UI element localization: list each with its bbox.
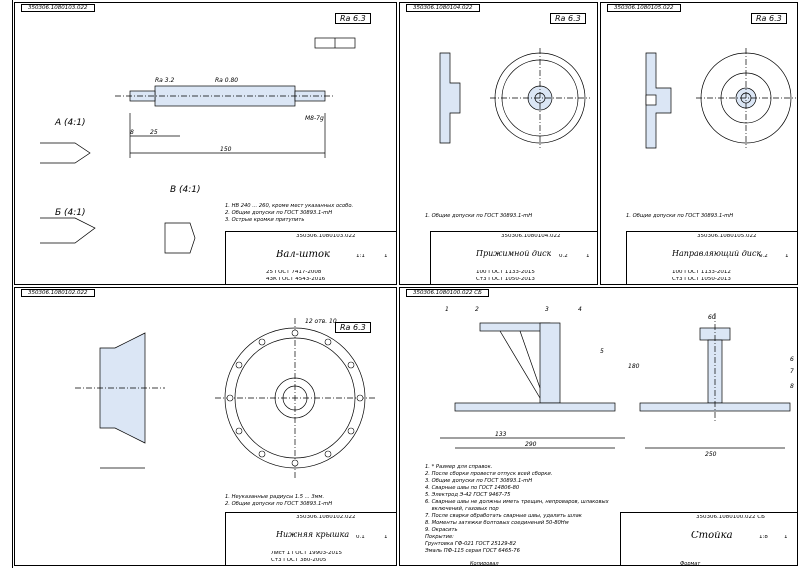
part-name: Направляющий диск xyxy=(672,250,762,258)
material-2: Ст3 ГОСТ 1050-2013 xyxy=(672,277,731,282)
sheet-number: 1 xyxy=(384,254,388,259)
bottom-cover-drawing xyxy=(75,318,375,478)
title-block: 350306.1080104.022 Прижимной диск 100 ГО… xyxy=(430,231,597,284)
sheet-number: 1 xyxy=(586,254,590,259)
scale: 0.2 xyxy=(559,254,568,259)
material-2: Ст3 ГОСТ 1050-2013 xyxy=(476,277,535,282)
stand-notes: 1. * Размер для справок. 2. После сборки… xyxy=(425,464,609,554)
title-code: 350306.1080105.022 xyxy=(697,234,757,239)
material-2: Ст3 ГОСТ 380-2005 xyxy=(271,558,327,563)
dim-length: 150 xyxy=(220,146,232,153)
left-margin-strip xyxy=(0,0,13,568)
part-name: Стойка xyxy=(691,531,733,541)
sheet-code-top: 350306.1080105.022 xyxy=(607,4,681,12)
material-1: 25 ГОСТ 7417-2008 xyxy=(266,270,322,275)
dim-133: 133 xyxy=(495,431,507,438)
title-block: 350306.1080105.022 Направляющий диск 100… xyxy=(626,231,797,284)
shaft-notes: 1. НВ 240 ... 260, кроме мест указанных … xyxy=(225,203,354,223)
view-b-label: Б (4:1) xyxy=(55,208,86,218)
shaft-drawing xyxy=(40,37,356,254)
roughness-mark: Ra 6.3 xyxy=(550,13,586,24)
material-1: Лист 1 ГОСТ 19903-2015 xyxy=(271,551,343,556)
footer-copied: Копировал xyxy=(470,561,499,567)
sheet-code-top: 350306.1080104.022 xyxy=(406,4,480,12)
leader-8: 8 xyxy=(790,383,794,390)
sheet-code-top: 350306.1080103.022 xyxy=(21,4,95,12)
scale: 1:8 xyxy=(759,535,768,540)
title-block: 350306.1080100.022 СБ Стойка 1:8 1 xyxy=(620,512,797,565)
leader-6: 6 xyxy=(790,356,794,363)
dim-180: 180 xyxy=(628,363,640,370)
title-block: 350306.1080102.022 Нижняя крышка Лист 1 … xyxy=(225,512,396,565)
sheet-bottom-cover: 350306.1080102.022 Ra 6.3 12 отв. 10 1. … xyxy=(14,287,397,566)
material-1: 100 ГОСТ 1133-2015 xyxy=(476,270,535,275)
stand-drawing xyxy=(440,313,791,449)
roughness-mark: Ra 6.3 xyxy=(335,13,371,24)
title-code: 350306.1080100.022 СБ xyxy=(696,515,765,520)
material-1: 100 ГОСТ 1133-2012 xyxy=(672,270,731,275)
view-v-label: В (4:1) xyxy=(170,185,201,195)
roughness-080: Ra 0.80 xyxy=(215,77,239,84)
roughness-32: Ra 3.2 xyxy=(155,77,175,84)
thread-label: М8-7g xyxy=(305,115,324,122)
guide-disk-notes: 1. Общие допуски по ГОСТ 30893.1-mH xyxy=(626,213,734,219)
material-2: 43К ГОСТ 4543-2016 xyxy=(266,277,326,282)
leader-5: 5 xyxy=(600,348,604,355)
title-code: 350306.1080102.022 xyxy=(296,515,356,520)
roughness-mark: Ra 6.3 xyxy=(335,322,371,333)
guide-disk-drawing xyxy=(645,48,796,149)
part-name: Вал-шток xyxy=(276,250,331,260)
view-a-label: А (4:1) xyxy=(55,118,86,128)
dim-8: 8 xyxy=(130,129,134,136)
leader-3: 3 xyxy=(545,306,549,313)
sheet-number: 1 xyxy=(384,535,388,540)
sheet-number: 1 xyxy=(784,535,788,540)
sheet-code-top: 350306.1080100.022 СБ xyxy=(406,289,489,297)
holes-label: 12 отв. 10 xyxy=(305,318,337,325)
title-block: 350306.1080103.022 Вал-шток 25 ГОСТ 7417… xyxy=(225,231,396,284)
spring-disk-drawing xyxy=(439,48,590,148)
footer-format: Формат xyxy=(680,561,701,567)
sheet-number: 1 xyxy=(785,254,789,259)
spring-disk-notes: 1. Общие допуски по ГОСТ 30893.1-mH xyxy=(425,213,533,219)
leader-4: 4 xyxy=(578,306,582,313)
sheet-spring-disk: 350306.1080104.022 Ra 6.3 1. Общие допус… xyxy=(399,2,598,285)
part-name: Нижняя крышка xyxy=(276,531,350,539)
scale: 0.1 xyxy=(356,535,365,540)
dim-25: 25 xyxy=(150,129,158,136)
dim-60: 60 xyxy=(708,314,716,321)
leader-2: 2 xyxy=(475,306,479,313)
sheet-shaft: 350306.1080103.022 Ra 6.3 150 25 8 М8-7g xyxy=(14,2,397,285)
leader-1: 1 xyxy=(445,306,449,313)
dim-250: 250 xyxy=(705,451,717,458)
scale: 0.2 xyxy=(759,254,768,259)
sheet-stand: 350306.1080100.022 СБ 290 133 180 250 60… xyxy=(399,287,798,566)
dim-290: 290 xyxy=(525,441,537,448)
bottom-cover-notes: 1. Неуказанные радиусы 1.5 ... 3мм. 2. О… xyxy=(225,494,333,507)
scale: 1:1 xyxy=(356,254,365,259)
title-code: 350306.1080103.022 xyxy=(296,234,356,239)
leader-7: 7 xyxy=(790,368,794,375)
sheet-code-top: 350306.1080102.022 xyxy=(21,289,95,297)
sheet-guide-disk: 350306.1080105.022 Ra 6.3 1. Общие допус… xyxy=(600,2,798,285)
title-code: 350306.1080104.022 xyxy=(501,234,561,239)
roughness-mark: Ra 6.3 xyxy=(751,13,787,24)
part-name: Прижимной диск xyxy=(476,250,552,258)
